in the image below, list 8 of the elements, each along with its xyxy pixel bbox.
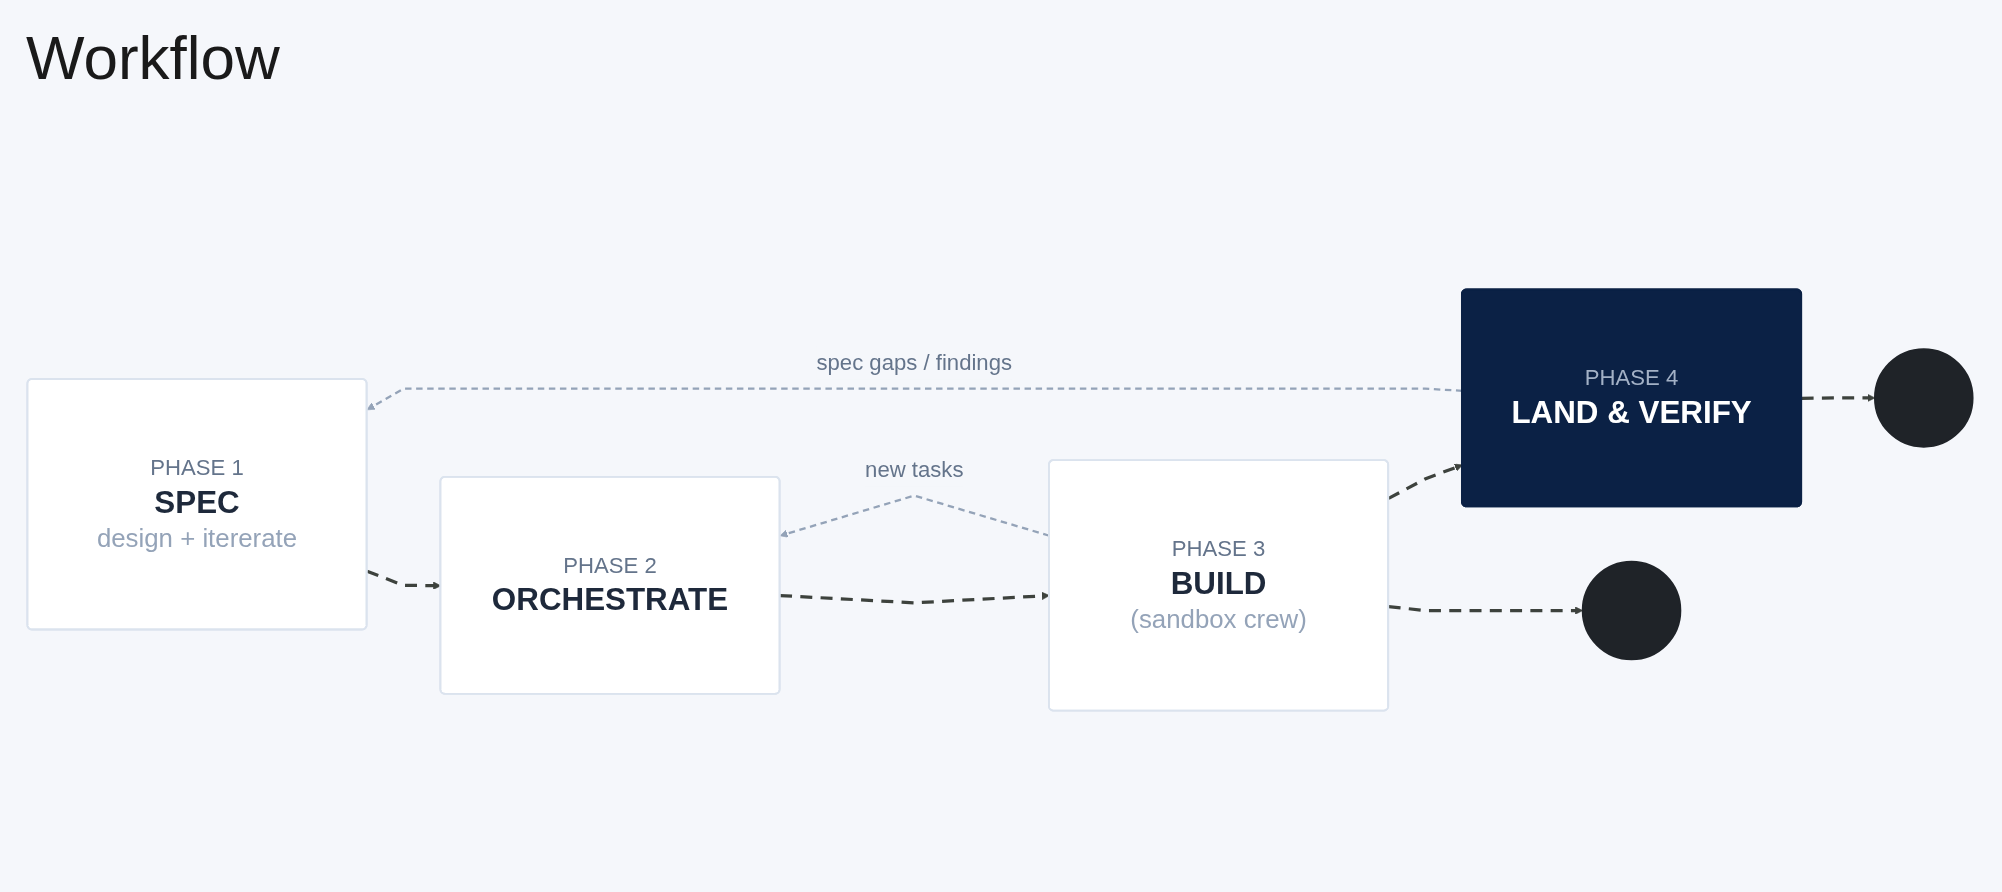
circle-node	[1581, 560, 1682, 661]
process-box: PHASE 2 ORCHESTRATE	[439, 475, 781, 695]
process-box: PHASE 1 SPEC design + itererate	[26, 378, 368, 631]
arrow	[1801, 393, 1876, 402]
circle-node	[1874, 348, 1974, 448]
process-box: PHASE 3 BUILD (sandbox crew)	[1048, 459, 1390, 712]
process-box: PHASE 4 LAND & VERIFY	[1461, 288, 1803, 508]
title: Workflow	[26, 22, 280, 93]
